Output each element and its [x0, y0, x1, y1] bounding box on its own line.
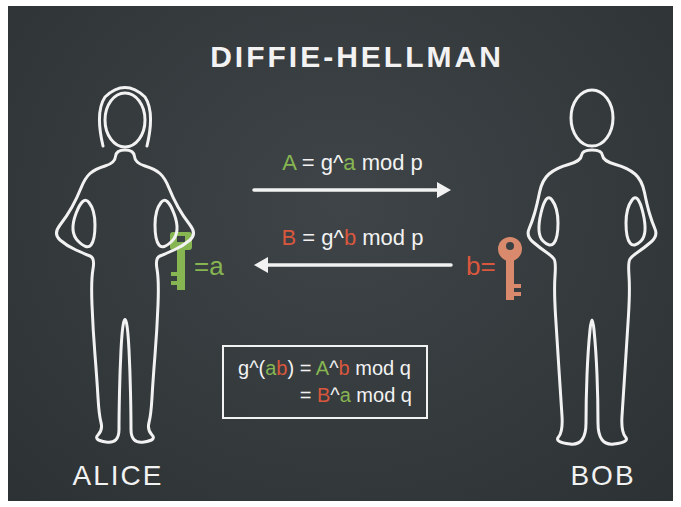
key-hole	[506, 242, 514, 250]
text-glyph: g	[321, 150, 333, 175]
text-glyph: ^	[333, 150, 343, 175]
text-glyph: m	[355, 357, 372, 379]
key-label: =a	[194, 252, 224, 282]
text-glyph: g	[238, 357, 249, 379]
text-glyph: d	[384, 384, 395, 406]
equation-text: g^(ab) = A^b mod q = B^a mod q	[238, 355, 412, 409]
key-shaft	[506, 258, 514, 300]
text-glyph: g	[321, 225, 333, 250]
key-hole	[177, 236, 185, 242]
person-silhouette: BOB	[455, 78, 665, 500]
text-glyph: =	[300, 384, 312, 406]
text-glyph: ^	[334, 225, 344, 250]
text-glyph: b	[344, 225, 356, 250]
text-glyph: p	[411, 225, 423, 250]
text-glyph: ^	[249, 357, 258, 379]
arm-gap	[155, 200, 177, 246]
text-glyph: p	[411, 150, 423, 175]
text-glyph	[296, 150, 302, 175]
text-glyph: A	[316, 357, 329, 379]
text-glyph	[394, 357, 400, 379]
text-glyph: B	[282, 225, 297, 250]
arm-gap	[539, 198, 558, 245]
person-name: BOB	[570, 460, 635, 492]
chalkboard	[8, 6, 673, 501]
key-head	[498, 237, 522, 261]
text-glyph	[405, 225, 411, 250]
arrow-line	[266, 263, 451, 267]
text-glyph: a	[343, 150, 355, 175]
exchange-formula: B = g^b mod p	[282, 225, 424, 250]
text-glyph	[395, 384, 401, 406]
text-glyph	[356, 225, 362, 250]
equation-line: = B^a mod q	[300, 382, 412, 409]
exchange-formula: A = g^a mod p	[282, 150, 423, 175]
body-outline	[528, 150, 656, 444]
text-glyph: o	[380, 150, 392, 175]
head-outline	[571, 90, 613, 146]
text-glyph: A	[282, 150, 295, 175]
silhouette-outline	[455, 78, 665, 500]
text-glyph: =	[300, 357, 312, 379]
text-glyph: o	[373, 384, 384, 406]
text-glyph	[315, 150, 321, 175]
text-glyph: o	[372, 357, 383, 379]
text-glyph	[311, 357, 315, 379]
hair-outline	[99, 88, 150, 147]
key-tooth	[171, 281, 178, 285]
text-glyph: ^	[330, 384, 339, 406]
text-glyph: B	[317, 384, 330, 406]
text-glyph: d	[383, 357, 394, 379]
text-glyph: a	[340, 384, 351, 406]
text-glyph	[404, 150, 410, 175]
equation-box: g^(ab) = A^b mod q = B^a mod q	[222, 345, 428, 419]
text-glyph: a	[265, 357, 276, 379]
head-outline	[105, 93, 145, 147]
arm-gap	[626, 198, 645, 245]
red-key	[498, 237, 522, 300]
text-glyph: )	[287, 357, 294, 379]
arrow-connector	[254, 182, 451, 198]
key-label: b=	[466, 252, 496, 282]
key-shaft	[177, 248, 185, 290]
text-glyph: d	[393, 225, 405, 250]
text-glyph	[296, 225, 302, 250]
person-name: ALICE	[73, 460, 164, 492]
text-glyph	[350, 357, 356, 379]
key-tooth	[513, 292, 521, 296]
text-glyph: m	[356, 384, 373, 406]
arm-gap	[73, 200, 95, 246]
text-glyph: m	[362, 225, 380, 250]
text-glyph: d	[392, 150, 404, 175]
text-glyph	[356, 150, 362, 175]
text-glyph: ^	[329, 357, 338, 379]
key-tooth	[171, 272, 178, 276]
text-glyph: =	[302, 225, 315, 250]
silhouette-outline	[40, 78, 250, 500]
text-glyph	[311, 384, 317, 406]
text-glyph: =	[302, 150, 315, 175]
arrowhead	[437, 182, 451, 198]
text-glyph	[315, 225, 321, 250]
text-glyph: (	[259, 357, 266, 379]
text-glyph: b	[339, 357, 350, 379]
person-silhouette: ALICE	[40, 78, 250, 500]
text-glyph: o	[381, 225, 393, 250]
text-glyph	[294, 357, 300, 379]
diagram-title: DIFFIE-HELLMAN	[210, 40, 504, 75]
text-glyph: b	[276, 357, 287, 379]
text-glyph	[351, 384, 357, 406]
text-glyph: m	[362, 150, 380, 175]
body-outline	[57, 150, 194, 442]
key-tooth	[513, 284, 521, 288]
arrow-connector	[254, 257, 451, 273]
text-glyph: q	[401, 384, 412, 406]
arrowhead	[254, 257, 268, 273]
text-glyph: q	[400, 357, 411, 379]
arrow-line	[254, 188, 439, 192]
